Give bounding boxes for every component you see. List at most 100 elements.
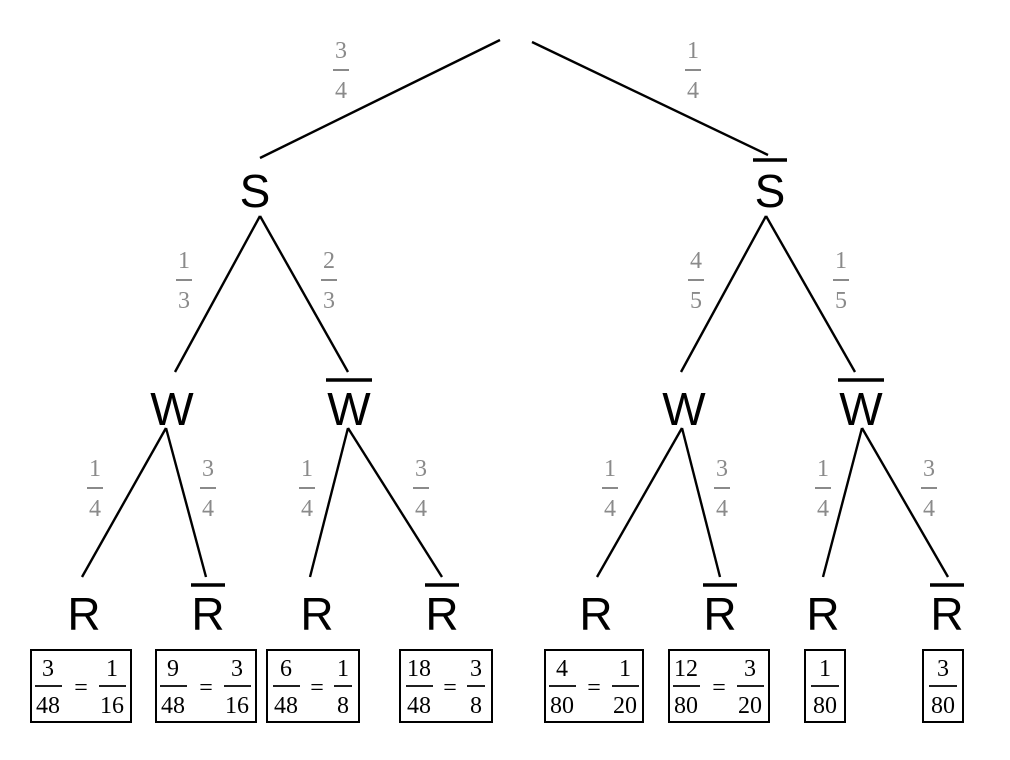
prob-numerator: 1 <box>301 456 313 482</box>
result-rhs-numerator: 1 <box>337 656 349 682</box>
edge-s-wbar <box>258 215 350 373</box>
prob-root-s: 3 4 <box>333 38 349 104</box>
prob-numerator: 3 <box>716 456 728 482</box>
result-lhs-denominator: 48 <box>161 693 185 719</box>
result-rhs-denominator: 20 <box>613 693 637 719</box>
edge-root-s <box>259 38 501 160</box>
prob-denominator: 5 <box>690 288 702 314</box>
leaf-r-3: R <box>579 588 612 640</box>
result-box-border <box>544 649 644 723</box>
result-denominator: 80 <box>931 693 955 719</box>
result-numerator: 1 <box>819 656 831 682</box>
result-lhs-numerator: 6 <box>280 656 292 682</box>
prob-numerator: 1 <box>89 456 101 482</box>
prob-denominator: 3 <box>178 288 190 314</box>
branch-probabilities: 3 4 1 4 1 3 2 3 4 5 1 5 <box>87 38 937 522</box>
leaf-r-1: R <box>67 588 100 640</box>
result-rhs-denominator: 16 <box>225 693 249 719</box>
node-w-right: W <box>662 383 706 435</box>
node-s: S <box>240 165 271 217</box>
result-box-border <box>155 649 257 723</box>
result-rhs-denominator: 8 <box>337 693 349 719</box>
edge-w1-r <box>80 427 168 578</box>
result-lhs-denominator: 80 <box>550 693 574 719</box>
result-box-3: 6 48 = 1 8 <box>266 649 360 723</box>
prob-sbar-wbar: 1 5 <box>833 248 849 314</box>
result-equals: = <box>587 675 601 701</box>
prob-denominator: 4 <box>923 496 935 522</box>
result-box-border <box>30 649 132 723</box>
result-lhs-denominator: 48 <box>274 693 298 719</box>
result-box-2: 9 48 = 3 16 <box>155 649 257 723</box>
result-equals: = <box>310 675 324 701</box>
edge-w1-rbar <box>164 427 208 578</box>
result-denominator: 80 <box>813 693 837 719</box>
leaf-r-2: R <box>300 588 333 640</box>
result-lhs-denominator: 80 <box>674 693 698 719</box>
prob-denominator: 3 <box>323 288 335 314</box>
edge-root-sbar <box>531 40 769 157</box>
result-box-1: 3 48 = 1 16 <box>30 649 132 723</box>
result-rhs-denominator: 16 <box>100 693 124 719</box>
leaf-rbar-3: R <box>703 588 736 640</box>
result-rhs-numerator: 3 <box>470 656 482 682</box>
prob-numerator: 1 <box>687 38 699 64</box>
result-rhs-numerator: 1 <box>619 656 631 682</box>
prob-w1-rbar: 3 4 <box>200 456 216 522</box>
prob-numerator: 3 <box>415 456 427 482</box>
result-box-5: 4 80 = 1 20 <box>544 649 644 723</box>
edge-s-w <box>173 215 262 373</box>
prob-sbar-w: 4 5 <box>688 248 704 314</box>
prob-numerator: 1 <box>178 248 190 274</box>
result-box-8: 3 80 <box>922 649 964 723</box>
edge-sbar-w <box>679 215 768 373</box>
result-equals: = <box>199 675 213 701</box>
result-box-6: 12 80 = 3 20 <box>668 649 770 723</box>
prob-denominator: 4 <box>202 496 214 522</box>
result-box-border <box>668 649 770 723</box>
prob-s-wbar: 2 3 <box>321 248 337 314</box>
result-lhs-denominator: 48 <box>36 693 60 719</box>
edge-sbar-wbar <box>764 215 857 373</box>
leaf-rbar-1: R <box>191 588 224 640</box>
result-rhs-denominator: 8 <box>470 693 482 719</box>
prob-numerator: 3 <box>335 38 347 64</box>
prob-wbar2-rbar: 3 4 <box>921 456 937 522</box>
prob-denominator: 4 <box>687 78 699 104</box>
prob-denominator: 4 <box>415 496 427 522</box>
result-lhs-denominator: 48 <box>407 693 431 719</box>
result-equals: = <box>712 675 726 701</box>
result-lhs-numerator: 3 <box>42 656 54 682</box>
leaf-r-4: R <box>806 588 839 640</box>
result-rhs-numerator: 3 <box>231 656 243 682</box>
prob-numerator: 3 <box>202 456 214 482</box>
edge-w2-r <box>595 427 684 578</box>
prob-w2-r: 1 4 <box>602 456 618 522</box>
prob-numerator: 3 <box>923 456 935 482</box>
prob-denominator: 4 <box>89 496 101 522</box>
prob-denominator: 4 <box>817 496 829 522</box>
result-box-7: 1 80 <box>804 649 846 723</box>
result-equals: = <box>74 675 88 701</box>
result-rhs-numerator: 1 <box>106 656 118 682</box>
edge-wbar1-rbar <box>346 427 444 578</box>
result-box-border <box>922 649 964 723</box>
edge-w2-rbar <box>680 427 722 578</box>
edge-wbar2-rbar <box>860 427 950 578</box>
prob-wbar1-rbar: 3 4 <box>413 456 429 522</box>
result-box-border <box>399 649 493 723</box>
prob-numerator: 4 <box>690 248 702 274</box>
prob-w1-r: 1 4 <box>87 456 103 522</box>
prob-root-sbar: 1 4 <box>685 38 701 104</box>
prob-w2-rbar: 3 4 <box>714 456 730 522</box>
result-lhs-numerator: 9 <box>167 656 179 682</box>
edge-wbar2-r <box>821 427 864 578</box>
result-lhs-numerator: 12 <box>674 656 698 682</box>
result-boxes: 3 48 = 1 16 9 48 = 3 16 6 48 = 1 8 <box>30 649 964 723</box>
result-box-4: 18 48 = 3 8 <box>399 649 493 723</box>
node-w-left: W <box>150 383 194 435</box>
node-wbar-right: W <box>839 383 883 435</box>
prob-s-w: 1 3 <box>176 248 192 314</box>
prob-numerator: 2 <box>323 248 335 274</box>
